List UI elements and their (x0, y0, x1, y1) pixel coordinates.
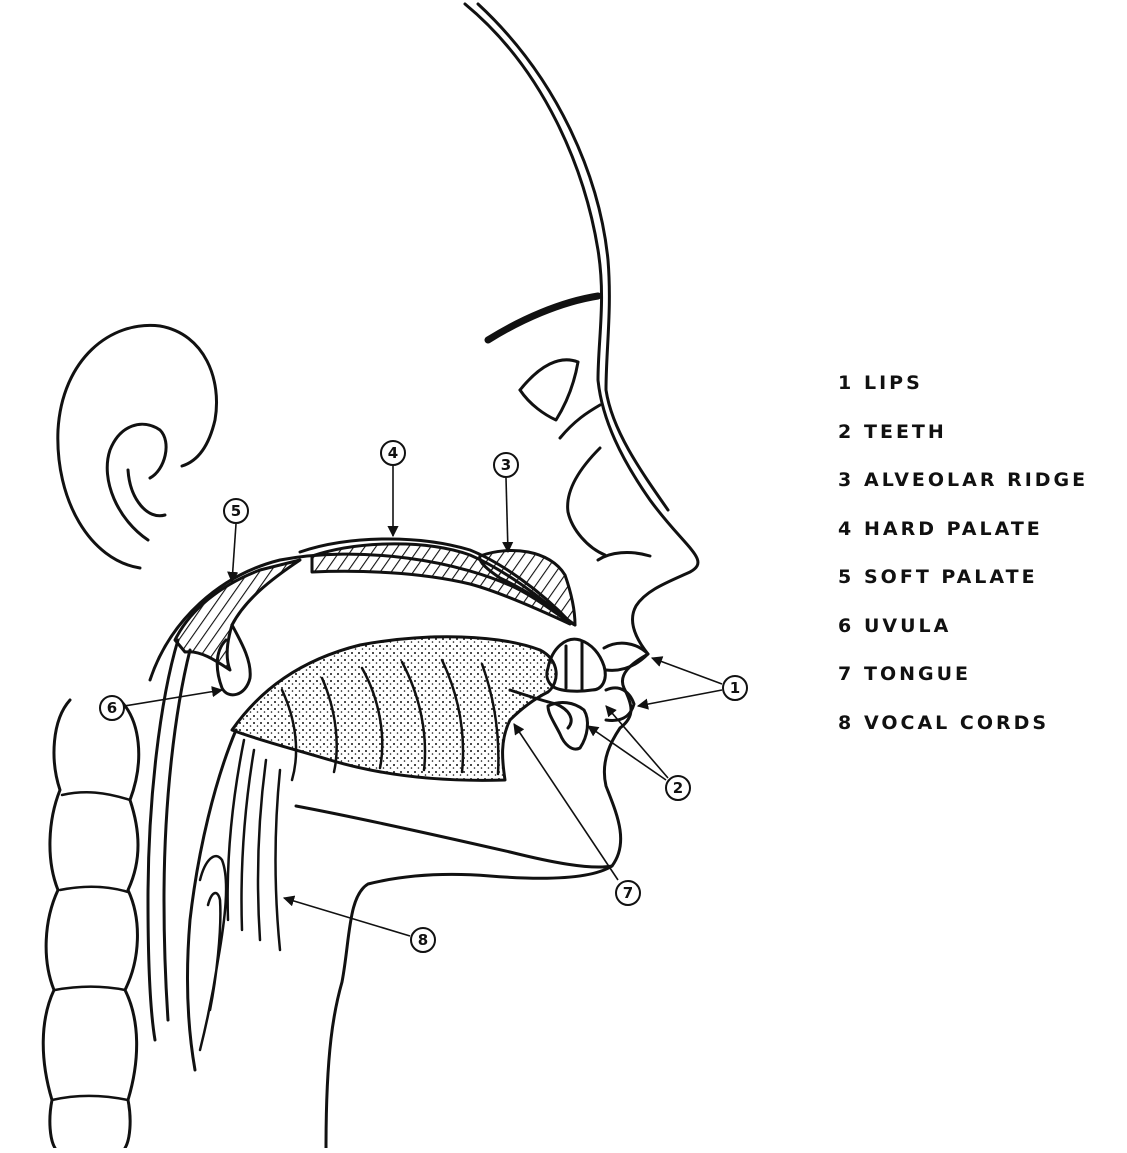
legend-item-uvula: 6 UVULA (838, 615, 1118, 664)
alveolar-ridge-shape (478, 549, 577, 627)
leader-vocal-cords (282, 895, 411, 937)
legend-label: VOCAL CORDS (864, 711, 1050, 734)
callout-teeth: 2 (665, 775, 691, 801)
uvula (215, 623, 252, 697)
leader-lips-lower (636, 689, 723, 710)
legend-label: UVULA (864, 614, 952, 637)
ear-outer (56, 323, 218, 570)
svg-text:1: 1 (730, 679, 740, 697)
legend-number: 8 (838, 711, 855, 734)
legend-item-soft-palate: 5 SOFT PALATE (838, 566, 1118, 615)
callout-uvula: 6 (99, 695, 125, 721)
callout-tongue: 7 (615, 880, 641, 906)
svg-text:3: 3 (501, 456, 511, 474)
face-profile-outline (324, 2, 700, 1150)
svg-text:5: 5 (231, 502, 241, 520)
hard-palate-shape (310, 542, 572, 626)
legend-label: TEETH (864, 420, 947, 443)
ear-lobe-curl (126, 468, 167, 518)
leader-alveolar (502, 477, 514, 554)
face-inner-line (476, 2, 670, 512)
legend-number: 1 (838, 372, 855, 394)
larynx-folds (198, 854, 228, 1052)
callout-soft-palate: 5 (223, 498, 249, 524)
lower-teeth (546, 701, 589, 751)
nostril (596, 551, 652, 562)
legend-number: 4 (838, 517, 855, 540)
legend-label: SOFT PALATE (864, 566, 1038, 588)
vocal-cord-lines (226, 738, 282, 952)
legend-item-tongue: 7 TONGUE (838, 663, 1118, 712)
svg-text:8: 8 (418, 931, 428, 949)
svg-text:7: 7 (623, 884, 633, 902)
legend-item-lips: 1 LIPS (838, 372, 1118, 421)
larynx-outline (186, 728, 238, 1072)
legend-number: 5 (838, 566, 855, 588)
vertebra-divisions (50, 791, 132, 1102)
svg-text:6: 6 (107, 699, 117, 717)
legend-label: LIPS (864, 372, 923, 394)
upper-lip (602, 641, 650, 672)
svg-text:2: 2 (673, 779, 683, 797)
callout-alveolar-ridge: 3 (493, 452, 519, 478)
ear-inner (105, 422, 168, 542)
svg-text:4: 4 (388, 444, 398, 462)
legend-item-teeth: 2 TEETH (838, 421, 1118, 470)
eye-lower (518, 360, 580, 422)
upper-teeth-gaps (564, 640, 584, 692)
tongue-muscle-fibers (280, 658, 500, 782)
leader-teeth-upper (605, 705, 669, 779)
tongue-shape (230, 635, 558, 782)
legend-number: 6 (838, 614, 855, 637)
leader-teeth-lower (587, 725, 667, 781)
callout-vocal-cords: 8 (410, 927, 436, 953)
leader-uvula (123, 686, 224, 707)
legend-label: ALVEOLAR RIDGE (864, 469, 1089, 491)
legend-number: 7 (838, 663, 855, 685)
eyebrow (484, 292, 602, 344)
pharynx-back-wall-2 (162, 648, 192, 1022)
eye-upper (518, 358, 580, 392)
legend-number: 2 (838, 420, 855, 443)
nose-wing (566, 446, 607, 557)
callout-hard-palate: 4 (380, 440, 406, 466)
tongue-tip (508, 688, 573, 730)
eye-socket (558, 403, 602, 440)
legend: 1 LIPS 2 TEETH 3 ALVEOLAR RIDGE 4 HARD PALAT… (838, 372, 1118, 760)
spine-outline-front (118, 698, 141, 1150)
legend-label: TONGUE (864, 663, 972, 685)
legend-item-vocal-cords: 8 VOCAL CORDS (838, 712, 1118, 761)
legend-number: 3 (838, 469, 855, 491)
callout-lips: 1 (722, 675, 748, 701)
pharynx-back-wall (146, 638, 180, 1042)
legend-item-alveolar-ridge: 3 ALVEOLAR RIDGE (838, 469, 1118, 518)
legend-item-hard-palate: 4 HARD PALATE (838, 518, 1118, 567)
legend-label: HARD PALATE (864, 517, 1043, 540)
leader-lips-upper (650, 656, 723, 685)
spine-outline-back (41, 698, 72, 1150)
leader-tongue (513, 723, 619, 881)
leader-soft-palate (227, 523, 239, 584)
jaw-line (294, 804, 614, 869)
